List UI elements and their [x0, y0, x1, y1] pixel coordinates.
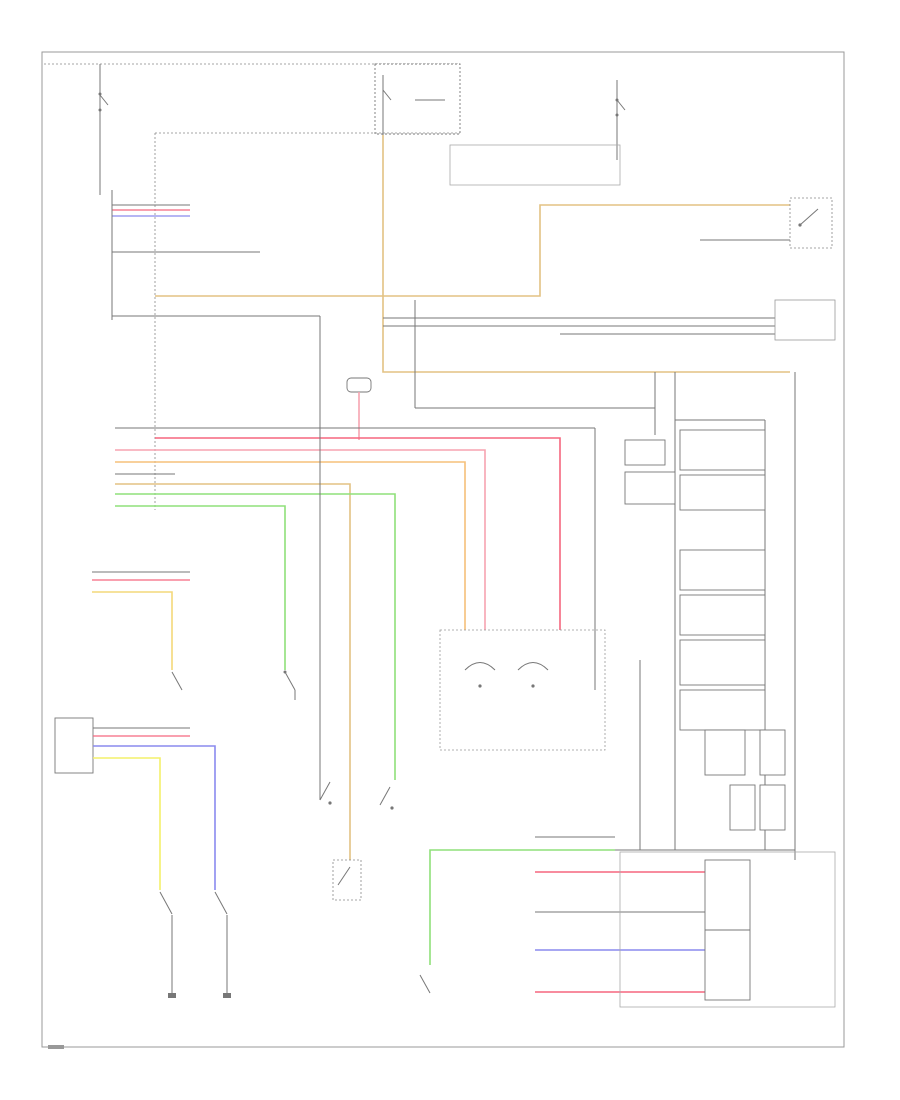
center-switches: [319, 781, 394, 901]
control-unit-mid-right: [774, 299, 836, 341]
wire-green-bottom: [429, 849, 615, 965]
top-fuse-left: [98, 64, 109, 195]
left-stubs: [111, 190, 320, 320]
module-bottom-left: [54, 717, 216, 890]
harness-bundle: [115, 316, 596, 860]
relay-box-top-center: [374, 63, 461, 135]
switch-top-right: [789, 197, 833, 249]
diagram-frame: [41, 51, 845, 1048]
left-lower-stubs: [92, 571, 190, 691]
bottom-switches: [159, 891, 231, 998]
splice-center: [346, 377, 372, 440]
right-module-stack: [624, 429, 786, 831]
wire-yellow-dark-vertical: [382, 135, 790, 373]
mid-right-wires: [383, 239, 790, 409]
combination-light-switch: [439, 629, 606, 751]
connector-top-right-box: [449, 144, 621, 186]
corner-marker: [48, 1045, 64, 1049]
wire-yellow-dark-top: [155, 204, 790, 297]
control-unit-bottom-right: [619, 851, 836, 1008]
fuse-top-right: [615, 80, 626, 160]
switch-mid-left: [283, 670, 296, 700]
